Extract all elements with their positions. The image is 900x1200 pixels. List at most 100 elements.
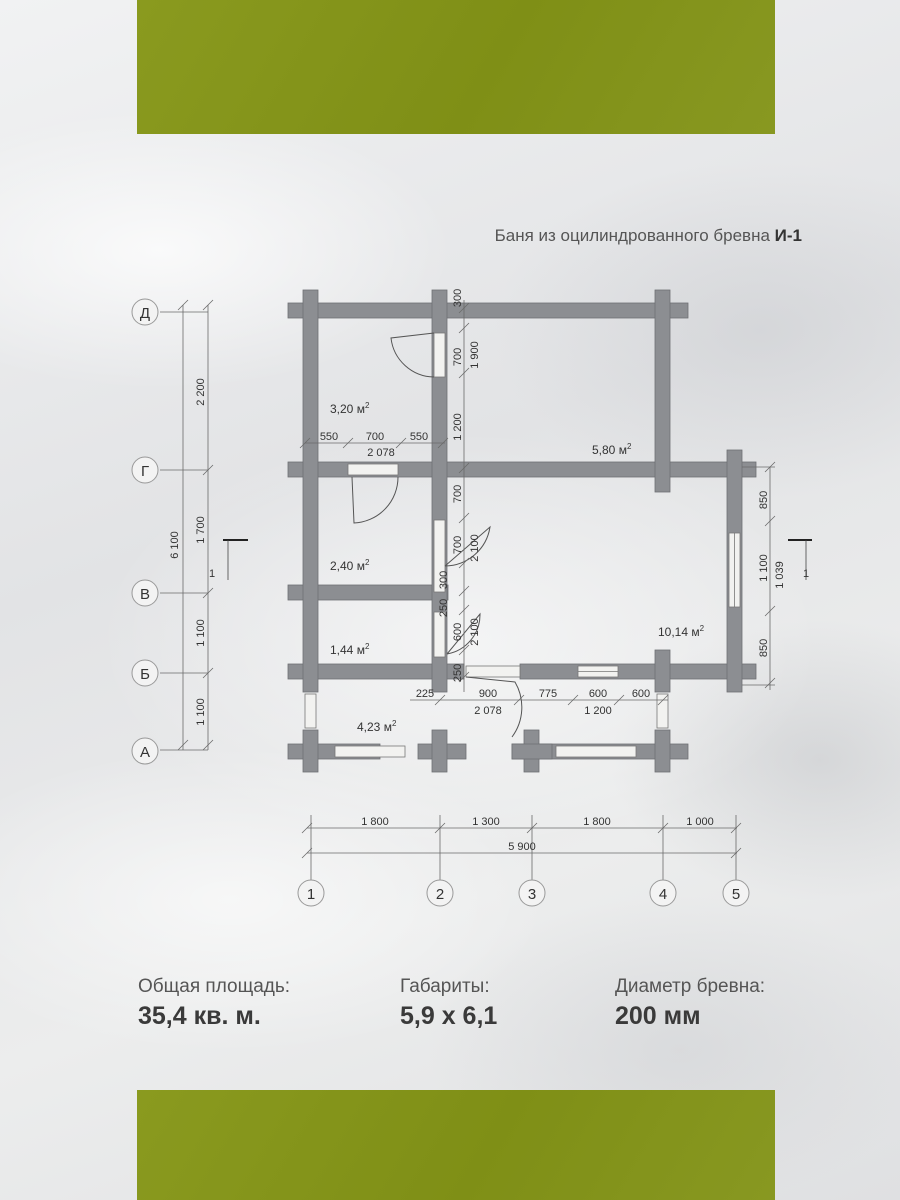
page-title: Баня из оцилиндрованного бревна И-1: [495, 226, 802, 246]
stat-label: Диаметр бревна:: [615, 976, 766, 997]
room-area-label: 10,14 м2: [658, 624, 705, 639]
wall-axis-1: [302, 289, 319, 693]
axis-label-4: 4: [659, 886, 667, 903]
row-axis-markers: Д Г В Б А: [131, 298, 159, 765]
wall-axis-4-lower: [654, 649, 671, 693]
porch-rail-left: [304, 693, 317, 729]
porch-rail-right: [656, 693, 669, 729]
dim-right: 850: [758, 639, 770, 657]
room-area-label: 3,20 м2: [330, 401, 370, 416]
axis-label-b: Б: [140, 666, 150, 683]
window-porch-right: [555, 745, 637, 758]
wall-g: [287, 461, 757, 478]
room-areas: 3,20 м2 5,80 м2 2,40 м2 1,44 м2 10,14 м2…: [330, 401, 705, 734]
title-text: Баня из оцилиндрованного бревна: [494, 226, 770, 245]
dim-interior-v: 250: [438, 599, 450, 617]
dim-interior-h: 600: [632, 688, 650, 700]
walls: [287, 289, 757, 773]
door-swing-entry: [465, 676, 523, 738]
axis-label-3: 3: [528, 886, 536, 903]
dim-interior-v: 2 100: [469, 618, 481, 646]
title-code: И-1: [774, 226, 802, 245]
axis-marker-v: [131, 579, 159, 607]
dim-right: 850: [758, 491, 770, 509]
doors: [351, 332, 523, 738]
wall-axis-4: [654, 289, 671, 493]
dim-interior-h: 2 078: [474, 705, 502, 717]
dim-interior-h: 600: [589, 688, 607, 700]
door-swing-top: [390, 332, 435, 378]
axis-marker-1: [297, 879, 325, 907]
room-area-label: 1,44 м2: [330, 642, 370, 657]
door-swing-steam: [351, 476, 399, 524]
stat-label: Габариты:: [400, 976, 490, 997]
axis-label-g: Г: [141, 463, 149, 480]
door-swing-toilet: [446, 612, 481, 655]
door-swing-wash: [444, 525, 491, 567]
porch-post-3-cross: [511, 743, 553, 760]
room-area-label: 4,23 м2: [357, 719, 397, 734]
dim-right: 1 039: [774, 561, 786, 589]
stat-value: 200 мм: [615, 1002, 701, 1030]
window-door-top: [433, 332, 446, 378]
axis-label-1: 1: [307, 886, 315, 903]
axis-marker-a: [131, 737, 159, 765]
dim-bottom-segment: 1 800: [583, 816, 611, 828]
wall-axis-2-porch: [431, 729, 448, 773]
dim-interior-v: 700: [452, 348, 464, 366]
stat-log-diameter: Диаметр бревна: 200 мм: [615, 976, 765, 1031]
section-mark-left: 1: [209, 568, 215, 580]
axis-marker-3: [518, 879, 546, 907]
top-accent-band: [137, 0, 775, 134]
axis-label-5: 5: [732, 886, 740, 903]
dim-interior-v: 1 200: [452, 413, 464, 441]
dimension-lines: [160, 299, 812, 880]
wall-d: [287, 302, 689, 319]
dim-interior-h: 550: [320, 431, 338, 443]
axis-marker-d: [131, 298, 159, 326]
door-gap-g: [347, 463, 399, 476]
dim-interior-h: 700: [366, 431, 384, 443]
room-area-label: 2,40 м2: [330, 558, 370, 573]
dim-interior-h: 900: [479, 688, 497, 700]
axis-label-a: А: [140, 744, 150, 761]
dim-interior-v: 300: [452, 289, 464, 307]
dim-left-segment: 1 100: [195, 698, 207, 726]
dim-bottom-segment: 1 300: [472, 816, 500, 828]
dim-interior-v: 600: [452, 623, 464, 641]
dim-interior-v: 700: [452, 536, 464, 554]
axis-marker-2: [426, 879, 454, 907]
dim-interior-h: 1 200: [584, 705, 612, 717]
dim-bottom-segment: 1 800: [361, 816, 389, 828]
wall-axis-1-porch: [302, 729, 319, 773]
axis-label-v: В: [140, 586, 150, 603]
dim-interior-v: 300: [438, 571, 450, 589]
dim-bottom-total: 5 900: [508, 841, 536, 853]
axis-marker-5: [722, 879, 750, 907]
windows: [304, 332, 741, 758]
dim-left-segment: 2 200: [195, 378, 207, 406]
bottom-accent-band: [137, 1090, 775, 1200]
stat-value: 35,4 кв. м.: [138, 1002, 261, 1030]
axis-marker-4: [649, 879, 677, 907]
door-gap-axis2: [433, 519, 446, 593]
stat-label: Общая площадь:: [138, 976, 291, 997]
dim-interior-h: 225: [416, 688, 434, 700]
dim-interior-h: 775: [539, 688, 557, 700]
dim-left-total: 6 100: [169, 531, 181, 559]
axis-label-d: Д: [140, 305, 150, 322]
column-axis-markers: 1 2 3 4 5: [297, 879, 750, 907]
dim-interior-h: 550: [410, 431, 428, 443]
dim-interior-v: 1 900: [469, 341, 481, 369]
door-gap-axis2-lower: [433, 611, 446, 658]
axis-label-2: 2: [436, 886, 444, 903]
dim-bottom-segment: 1 000: [686, 816, 714, 828]
wall-axis-4-porch: [654, 729, 671, 773]
section-mark-right: 1: [803, 568, 809, 580]
dim-right: 1 100: [758, 554, 770, 582]
room-area-label: 5,80 м2: [592, 442, 632, 457]
dim-left-segment: 1 100: [195, 619, 207, 647]
axis-marker-b: [131, 659, 159, 687]
window-porch-left: [334, 745, 406, 758]
